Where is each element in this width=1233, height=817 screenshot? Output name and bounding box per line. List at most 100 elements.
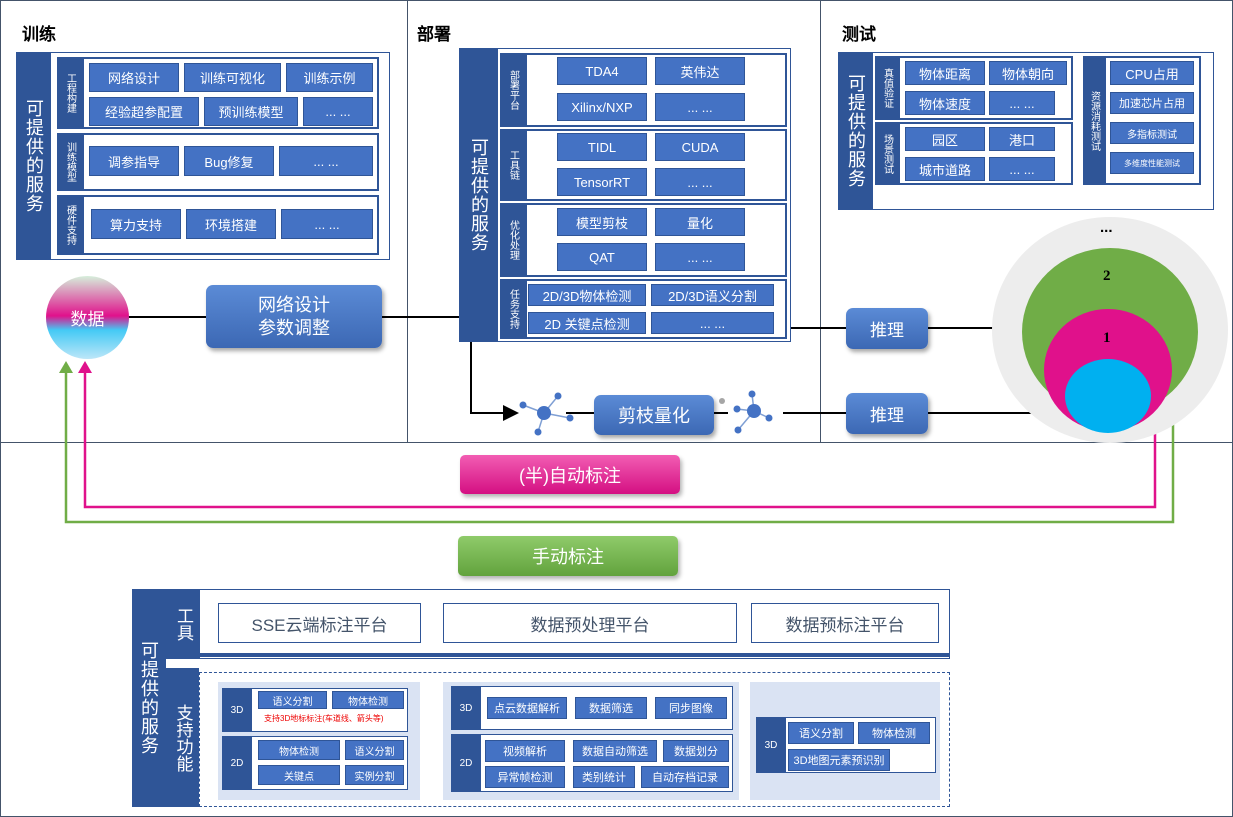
- annotation-services-label: 可提供的服务: [132, 589, 166, 807]
- semi-auto-label-node[interactable]: (半)自动标注: [460, 455, 680, 494]
- deploy-more-2-button[interactable]: ... ...: [655, 168, 745, 196]
- col1-2d-semseg-button[interactable]: 语义分割: [345, 740, 404, 760]
- infer-node-2[interactable]: 推理: [846, 393, 928, 434]
- col3-detect-button[interactable]: 物体检测: [858, 722, 930, 744]
- deploy-group-1-label: 部署平台: [507, 70, 519, 110]
- tools-label: 工具: [174, 607, 193, 641]
- sync-image-button[interactable]: 同步图像: [655, 697, 727, 719]
- train-group-1: 工程构建 网络设计 训练可视化 训练示例 经验超参配置 预训练模型 ... ..…: [57, 57, 379, 129]
- deploy-more-4-button[interactable]: ... ...: [651, 312, 774, 334]
- compute-support-button[interactable]: 算力支持: [91, 209, 181, 239]
- train-more-1-button[interactable]: ... ...: [303, 97, 373, 126]
- object-distance-button[interactable]: 物体距离: [905, 61, 985, 85]
- cpu-usage-button[interactable]: CPU占用: [1110, 61, 1194, 85]
- venn-dots-label: ...: [1100, 219, 1113, 236]
- deploy-group-4-label: 任务支持: [507, 289, 519, 329]
- sse-cloud-platform-button[interactable]: SSE云端标注平台: [218, 603, 421, 643]
- port-button[interactable]: 港口: [989, 127, 1055, 151]
- data-split-button[interactable]: 数据划分: [663, 740, 729, 762]
- city-road-button[interactable]: 城市道路: [905, 157, 985, 181]
- divider-1: [407, 0, 408, 443]
- section-title-train: 训练: [22, 25, 56, 44]
- train-visual-button[interactable]: 训练可视化: [184, 63, 281, 92]
- tidl-button[interactable]: TIDL: [557, 133, 647, 161]
- hyperparam-button[interactable]: 经验超参配置: [89, 97, 199, 126]
- deploy-group-1: 部署平台 TDA4 英伟达 Xilinx/NXP ... ...: [500, 53, 787, 127]
- xilinx-nxp-button[interactable]: Xilinx/NXP: [557, 93, 647, 121]
- auto-filter-button[interactable]: 数据自动筛选: [573, 740, 657, 762]
- anomaly-frame-button[interactable]: 异常帧检测: [485, 766, 565, 788]
- data-filter-button[interactable]: 数据筛选: [575, 697, 647, 719]
- bug-fix-button[interactable]: Bug修复: [184, 146, 274, 176]
- pruning-quant-node[interactable]: 剪枝量化: [594, 395, 714, 435]
- deploy-group-2: 工具链 TIDL CUDA TensorRT ... ...: [500, 129, 787, 201]
- tda4-button[interactable]: TDA4: [557, 57, 647, 85]
- task-detect-button[interactable]: 2D/3D物体检测: [528, 284, 646, 306]
- tools-row: 工具 SSE云端标注平台 数据预处理平台 数据预标注平台: [166, 589, 950, 659]
- cuda-button[interactable]: CUDA: [655, 133, 745, 161]
- deploy-services-label: 可提供的服务: [460, 49, 498, 341]
- section-title-test: 测试: [842, 25, 876, 44]
- data-prelabel-platform-button[interactable]: 数据预标注平台: [751, 603, 939, 643]
- col1-2d-instseg-button[interactable]: 实例分割: [345, 765, 404, 785]
- nvidia-button[interactable]: 英伟达: [655, 57, 745, 85]
- tuning-guide-button[interactable]: 调参指导: [89, 146, 179, 176]
- tensorrt-button[interactable]: TensorRT: [557, 168, 647, 196]
- quantize-button[interactable]: 量化: [655, 208, 745, 236]
- deploy-more-1-button[interactable]: ... ...: [655, 93, 745, 121]
- col3-semseg-button[interactable]: 语义分割: [788, 722, 854, 744]
- venn-label-1: 1: [1103, 330, 1111, 346]
- venn-label-2: 2: [1103, 268, 1111, 284]
- object-speed-button[interactable]: 物体速度: [905, 91, 985, 115]
- col1-3d-label-text: 3D: [230, 704, 244, 716]
- data-preprocess-platform-button[interactable]: 数据预处理平台: [443, 603, 737, 643]
- class-stats-button[interactable]: 类别统计: [573, 766, 635, 788]
- auto-archive-button[interactable]: 自动存档记录: [641, 766, 729, 788]
- net-design-param-tuning-node[interactable]: 网络设计 参数调整: [206, 285, 382, 348]
- task-seg-button[interactable]: 2D/3D语义分割: [651, 284, 774, 306]
- pruning-model-button[interactable]: 模型剪枝: [557, 208, 647, 236]
- manual-label-node[interactable]: 手动标注: [458, 536, 678, 576]
- col1-3d-semseg-button[interactable]: 语义分割: [258, 691, 327, 709]
- task-keypoint-button[interactable]: 2D 关键点检测: [528, 312, 646, 334]
- env-setup-button[interactable]: 环境搭建: [186, 209, 276, 239]
- multi-metric-test-button[interactable]: 多指标测试: [1110, 122, 1194, 144]
- support-col-1: 3D 3D 语义分割 物体检测 支持3D地标标注(车道线、箭头等) 2D 物体检…: [218, 682, 420, 800]
- data-node[interactable]: 数据: [46, 276, 129, 359]
- net-design-button[interactable]: 网络设计: [89, 63, 179, 92]
- park-button[interactable]: 园区: [905, 127, 985, 151]
- support-label: 支持功能: [173, 703, 193, 772]
- deploy-group-4: 任务支持 2D/3D物体检测 2D/3D语义分割 2D 关键点检测 ... ..…: [500, 279, 787, 339]
- col1-3d-note: 支持3D地标标注(车道线、箭头等): [264, 714, 384, 723]
- pretrained-model-button[interactable]: 预训练模型: [204, 97, 298, 126]
- col1-2d-detect-button[interactable]: 物体检测: [258, 740, 340, 760]
- train-services-label: 可提供的服务: [17, 53, 51, 259]
- train-services-panel: 可提供的服务 工程构建 网络设计 训练可视化 训练示例 经验超参配置 预训练模型…: [16, 52, 390, 260]
- test-group-3: 资源消耗测试 CPU占用 加速芯片占用 多指标测试 多维度性能测试: [1083, 56, 1201, 185]
- divider-h: [0, 442, 1233, 443]
- multi-dim-perf-test-button[interactable]: 多维度性能测试: [1110, 152, 1194, 174]
- qat-button[interactable]: QAT: [557, 243, 647, 271]
- train-more-3-button[interactable]: ... ...: [281, 209, 373, 239]
- infer-node-1[interactable]: 推理: [846, 308, 928, 349]
- video-parse-button[interactable]: 视频解析: [485, 740, 565, 762]
- train-more-2-button[interactable]: ... ...: [279, 146, 373, 176]
- train-example-button[interactable]: 训练示例: [286, 63, 373, 92]
- deploy-more-3-button[interactable]: ... ...: [655, 243, 745, 271]
- test-services-panel: 可提供的服务 真值验证 物体距离 物体朝向 物体速度 ... ... 场景测试 …: [838, 52, 1214, 210]
- test-more-1-button[interactable]: ... ...: [989, 91, 1055, 115]
- train-group-3: 硬件支持 算力支持 环境搭建 ... ...: [57, 195, 379, 255]
- support-col-3: 3D 语义分割 物体检测 3D地图元素预识别: [750, 682, 940, 800]
- train-group-2: 训练模型 调参指导 Bug修复 ... ...: [57, 133, 379, 191]
- col1-3d-detect-button[interactable]: 物体检测: [332, 691, 404, 709]
- support-row-bg: [166, 668, 199, 807]
- test-more-2-button[interactable]: ... ...: [989, 157, 1055, 181]
- test-group-3-label: 资源消耗测试: [1088, 90, 1100, 151]
- pointcloud-parse-button[interactable]: 点云数据解析: [487, 697, 567, 719]
- col3-3d-label: 3D: [764, 739, 778, 751]
- map-element-prerecog-button[interactable]: 3D地图元素预识别: [788, 749, 890, 771]
- object-heading-button[interactable]: 物体朝向: [989, 61, 1067, 85]
- accel-chip-usage-button[interactable]: 加速芯片占用: [1110, 92, 1194, 114]
- train-group-2-label: 训练模型: [64, 142, 76, 182]
- col1-2d-keypoint-button[interactable]: 关键点: [258, 765, 340, 785]
